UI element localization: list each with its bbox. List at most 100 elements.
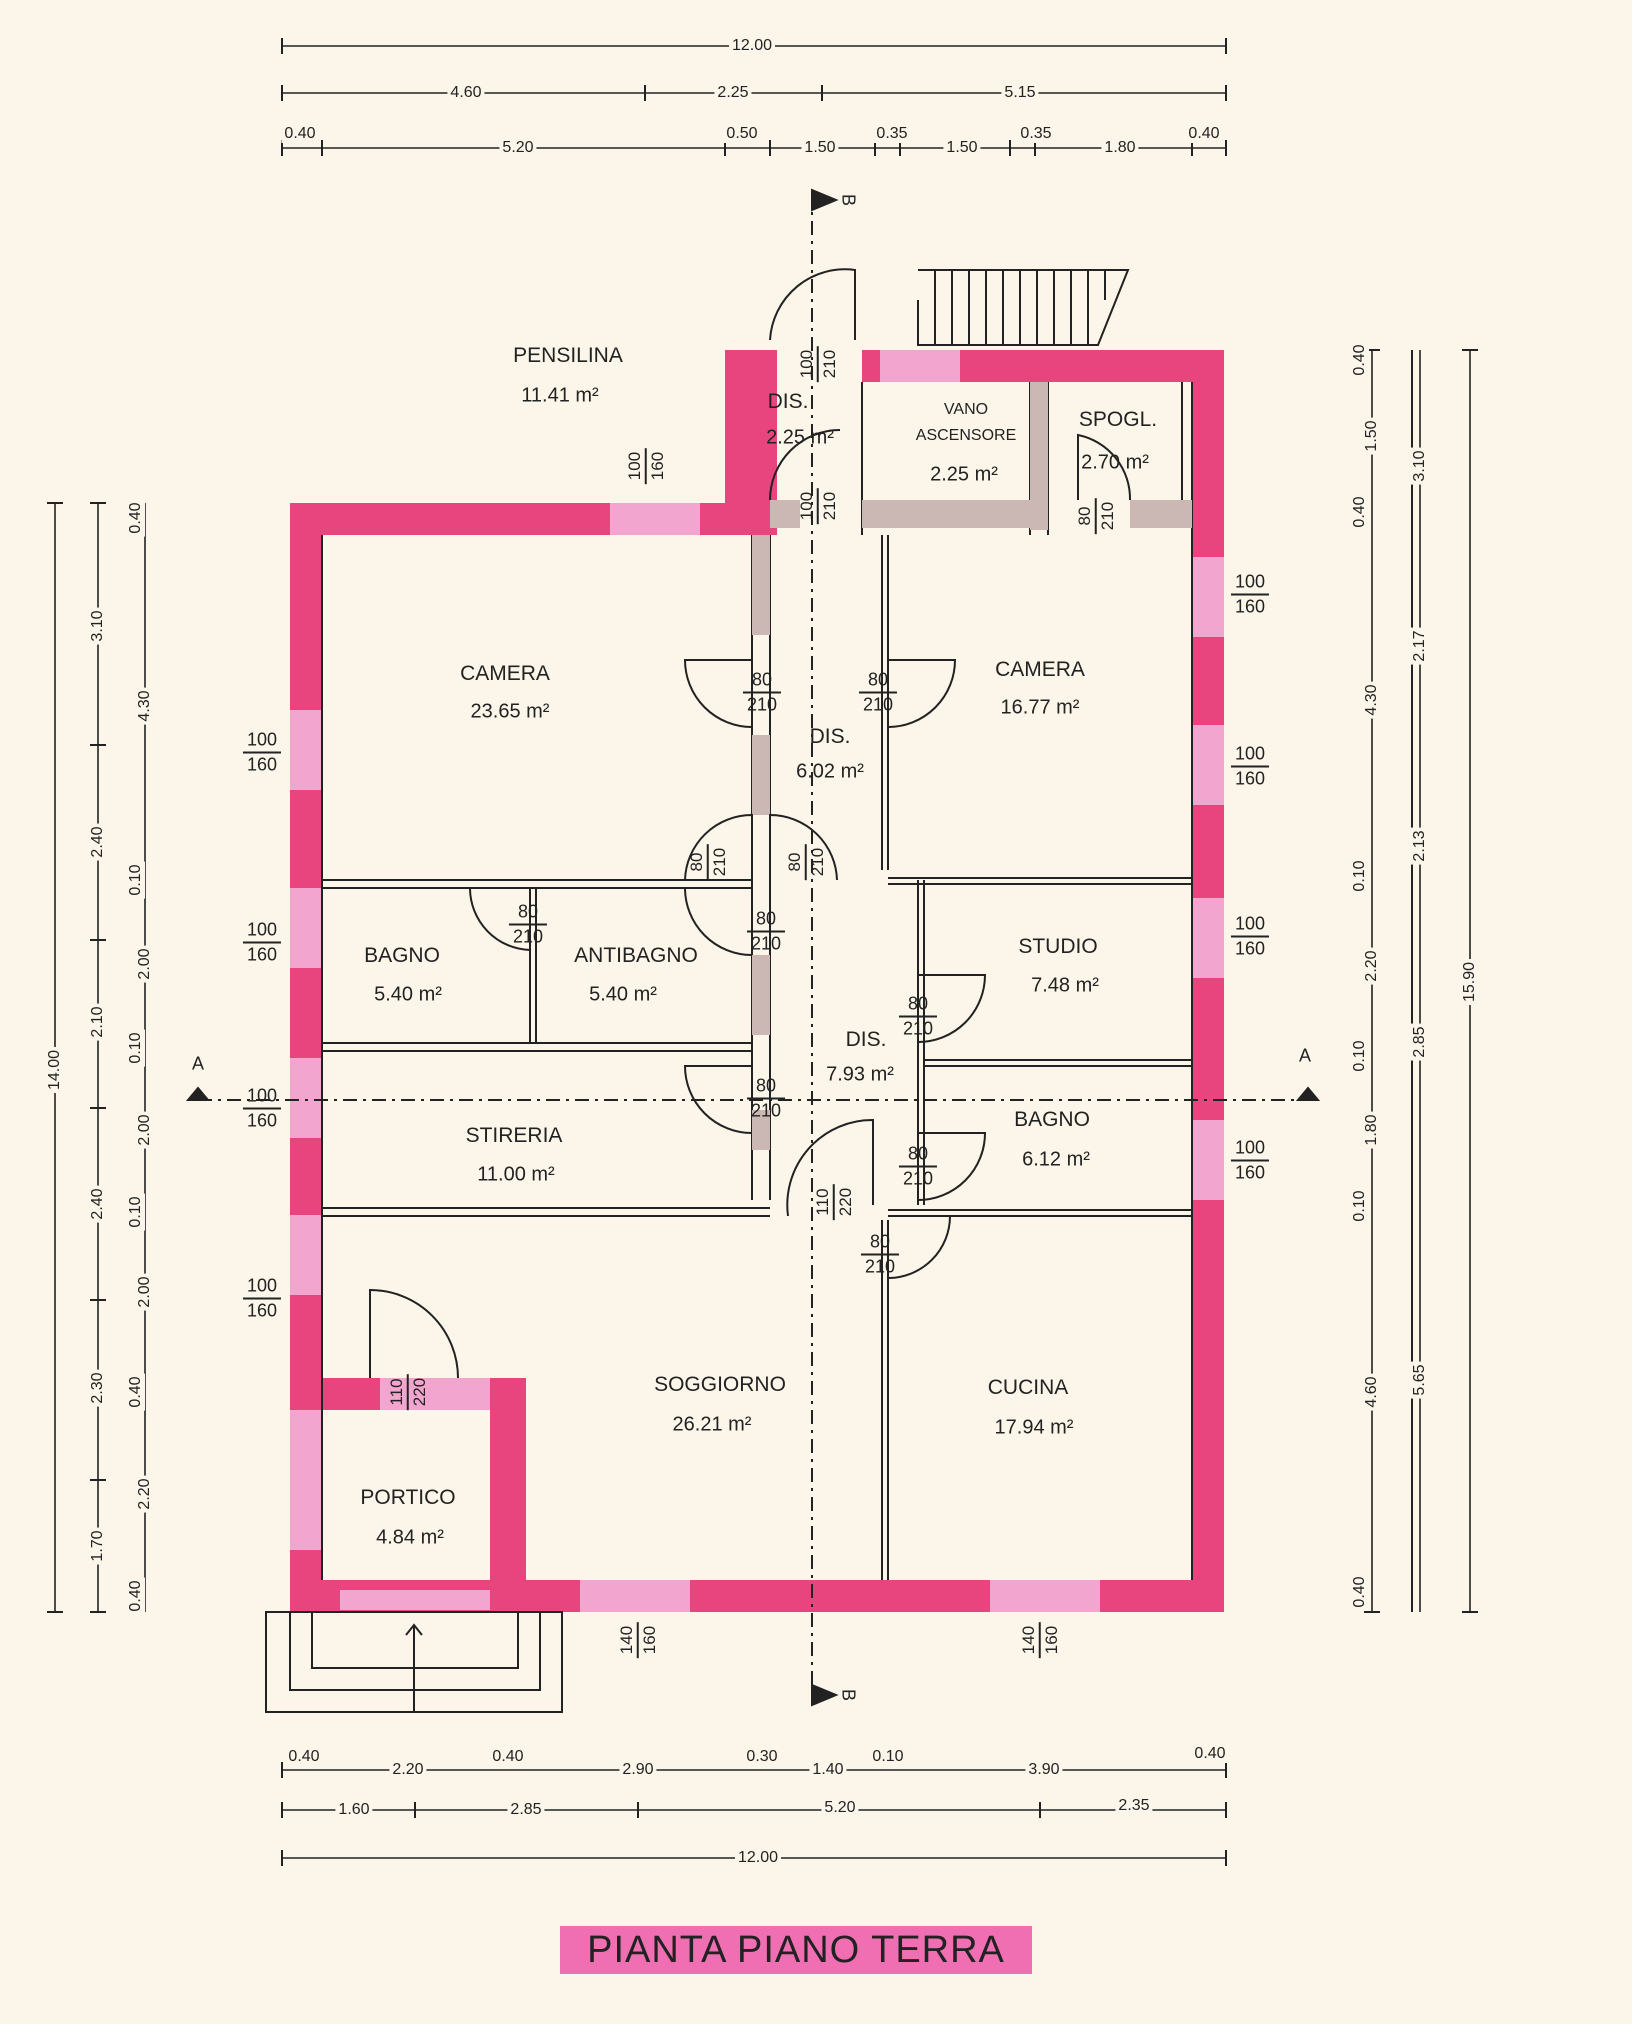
room-spogl-name: SPOGL.	[1078, 408, 1158, 431]
room-cucina-area: 17.94 m²	[994, 1416, 1074, 1439]
dim-right-inner-1: 0.40	[1351, 341, 1369, 379]
windows	[290, 350, 1224, 1612]
room-soggiorno-area: 26.21 m²	[672, 1413, 752, 1436]
dim-bottom-row2-3: 5.20	[821, 1799, 859, 1817]
room-pensilina-name: PENSILINA	[513, 344, 623, 367]
dim-left-mid-4: 2.40	[89, 1185, 107, 1223]
dim-top-overall: 12.00	[728, 37, 776, 55]
dim-bottom-overall: 12.00	[734, 1849, 782, 1867]
dim-bottom-row2-2: 2.85	[507, 1801, 545, 1819]
dim-right-inner-7: 0.10	[1351, 1037, 1369, 1075]
dim-right-mid-2: 2.13	[1411, 827, 1429, 865]
dim-top-row2-2: 2.25	[714, 84, 752, 102]
section-markers	[185, 188, 1321, 1707]
dim-top-row2-3: 5.15	[1001, 84, 1039, 102]
dim-right-outer-1: 3.10	[1411, 447, 1429, 485]
dim-bottom-row2-1: 1.60	[335, 1801, 373, 1819]
dim-bottom-row1-4: 2.90	[619, 1761, 657, 1779]
room-portico-name: PORTICO	[360, 1486, 456, 1509]
dim-left-mid-6: 1.70	[89, 1527, 107, 1565]
room-dis-low-name: DIS.	[845, 1028, 887, 1051]
stairs	[917, 269, 1130, 346]
dim-right-inner-8: 1.80	[1363, 1111, 1381, 1149]
room-camera-left-name: CAMERA	[460, 662, 550, 685]
room-camera-right-area: 16.77 m²	[1000, 696, 1080, 719]
dim-left-inner-3: 0.10	[127, 861, 145, 899]
room-bagno-left-area: 5.40 m²	[374, 983, 442, 1006]
page-title: PIANTA PIANO TERRA	[560, 1926, 1032, 1974]
dim-top-row3-7: 0.35	[1017, 125, 1055, 143]
room-stireria-name: STIRERIA	[465, 1124, 563, 1147]
dim-bottom-row1-2: 2.20	[389, 1761, 427, 1779]
dim-left-inner-8: 2.00	[136, 1273, 154, 1311]
dim-right-mid-4: 5.65	[1411, 1361, 1429, 1399]
section-a-right: A	[1298, 1045, 1312, 1066]
dim-bottom-row1-7: 0.10	[869, 1748, 907, 1766]
partition-fill	[752, 382, 1192, 1150]
dim-left-mid-1: 3.10	[89, 607, 107, 645]
dim-left-inner-5: 0.10	[127, 1029, 145, 1067]
room-vano-name-1: VANO	[943, 401, 989, 418]
dim-right-mid-1: 2.17	[1411, 627, 1429, 665]
room-studio-area: 7.48 m²	[1031, 974, 1099, 997]
room-portico-area: 4.84 m²	[376, 1526, 444, 1549]
dim-left-inner-11: 0.40	[127, 1577, 145, 1615]
dim-right-mid-3: 2.85	[1411, 1023, 1429, 1061]
room-antibagno-area: 5.40 m²	[589, 983, 657, 1006]
dim-top-row3-3: 0.50	[723, 125, 761, 143]
dim-bottom-row1-8: 3.90	[1025, 1761, 1063, 1779]
room-soggiorno-name: SOGGIORNO	[654, 1373, 786, 1396]
dim-bottom-row1-3: 0.40	[489, 1748, 527, 1766]
dim-left-inner-1: 0.40	[127, 499, 145, 537]
dim-right-inner-4: 4.30	[1363, 681, 1381, 719]
room-vano-area: 2.25 m²	[930, 463, 998, 486]
dim-top-row3-4: 1.50	[801, 139, 839, 157]
room-vano-name-2: ASCENSORE	[915, 427, 1017, 444]
room-stireria-area: 11.00 m²	[477, 1163, 555, 1186]
room-studio-name: STUDIO	[1018, 935, 1098, 958]
room-camera-right-name: CAMERA	[995, 658, 1085, 681]
dim-left-inner-6: 2.00	[136, 1111, 154, 1149]
dim-top-row3-5: 0.35	[873, 125, 911, 143]
room-dis-low-area: 7.93 m²	[826, 1063, 894, 1086]
dim-left-inner-4: 2.00	[136, 945, 154, 983]
dim-right-outer-2: 15.90	[1461, 958, 1479, 1006]
room-pensilina-area: 11.41 m²	[521, 384, 599, 407]
dim-bottom-row1-1: 0.40	[285, 1748, 323, 1766]
section-lines	[198, 192, 1320, 1700]
dim-right-inner-5: 0.10	[1351, 857, 1369, 895]
dim-left-mid-2: 2.40	[89, 823, 107, 861]
dim-right-inner-11: 0.40	[1351, 1573, 1369, 1611]
dim-top-row3-9: 0.40	[1185, 125, 1223, 143]
room-dis-top-area: 2.25 m²	[766, 426, 834, 449]
dim-right-inner-9: 0.10	[1351, 1187, 1369, 1225]
dim-left-inner-10: 2.20	[136, 1475, 154, 1513]
room-dis-mid-name: DIS.	[809, 725, 851, 748]
dim-bottom-row2-4: 2.35	[1115, 1797, 1153, 1815]
dim-right-inner-3: 0.40	[1351, 493, 1369, 531]
room-bagno-left-name: BAGNO	[364, 944, 440, 967]
room-cucina-name: CUCINA	[987, 1376, 1069, 1399]
dim-top-row2-1: 4.60	[447, 84, 485, 102]
door-swings	[369, 268, 1132, 1379]
